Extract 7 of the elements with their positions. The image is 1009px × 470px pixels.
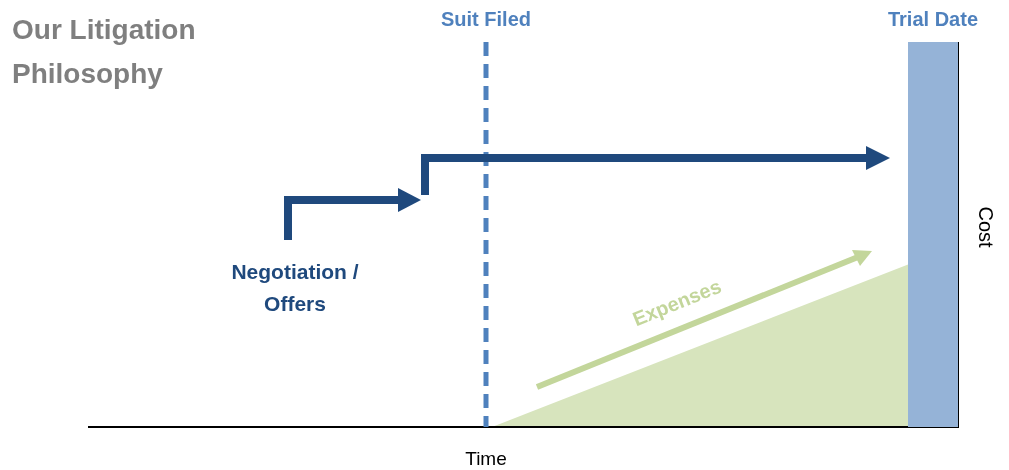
trial-bar	[908, 42, 958, 427]
bar-heading: Trial Date	[888, 8, 978, 31]
axis-label: Time	[465, 448, 507, 470]
axis-label: Suit Filed	[441, 8, 531, 31]
title: Our Litigation Philosophy	[12, 13, 197, 91]
annotation-label: Negotiation / Offers	[230, 259, 360, 317]
axis-label: Cost	[973, 206, 997, 248]
